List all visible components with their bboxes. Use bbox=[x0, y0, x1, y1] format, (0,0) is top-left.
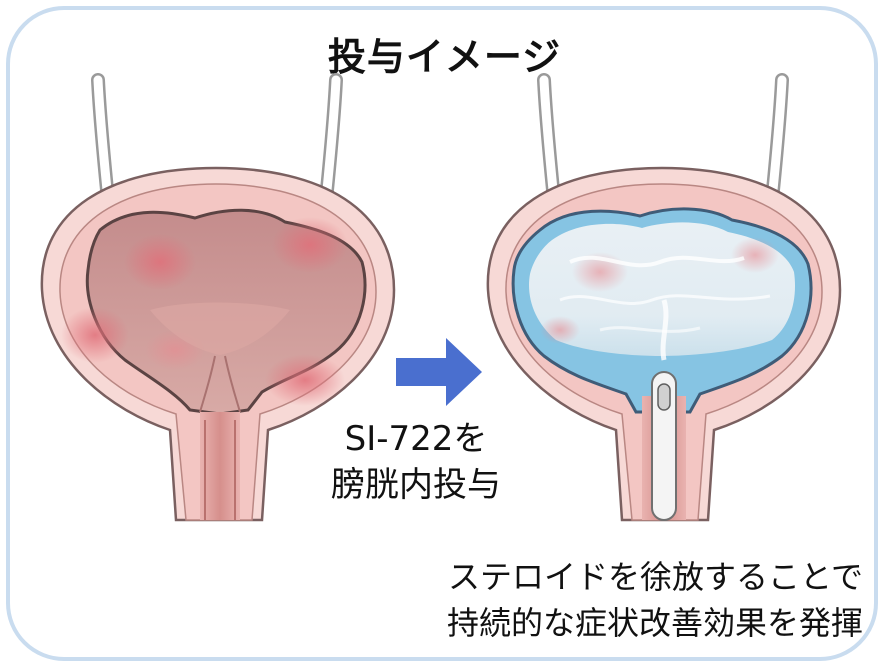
effect-caption-line2: 持続的な症状改善効果を発揮 bbox=[446, 604, 863, 642]
administration-label: SI-722を 膀胱内投与 bbox=[316, 416, 516, 508]
effect-caption: ステロイドを徐放することで 持続的な症状改善効果を発揮 bbox=[447, 554, 863, 646]
effect-caption-line1: ステロイドを徐放することで bbox=[447, 558, 863, 596]
right-arrow-icon bbox=[396, 338, 482, 406]
inflamed-bladder bbox=[40, 73, 396, 522]
treated-bladder bbox=[486, 73, 842, 522]
administration-label-line1: SI-722を bbox=[344, 419, 488, 459]
page-title: 投与イメージ bbox=[327, 35, 562, 79]
catheter bbox=[651, 371, 677, 521]
administration-label-line2: 膀胱内投与 bbox=[331, 465, 501, 505]
